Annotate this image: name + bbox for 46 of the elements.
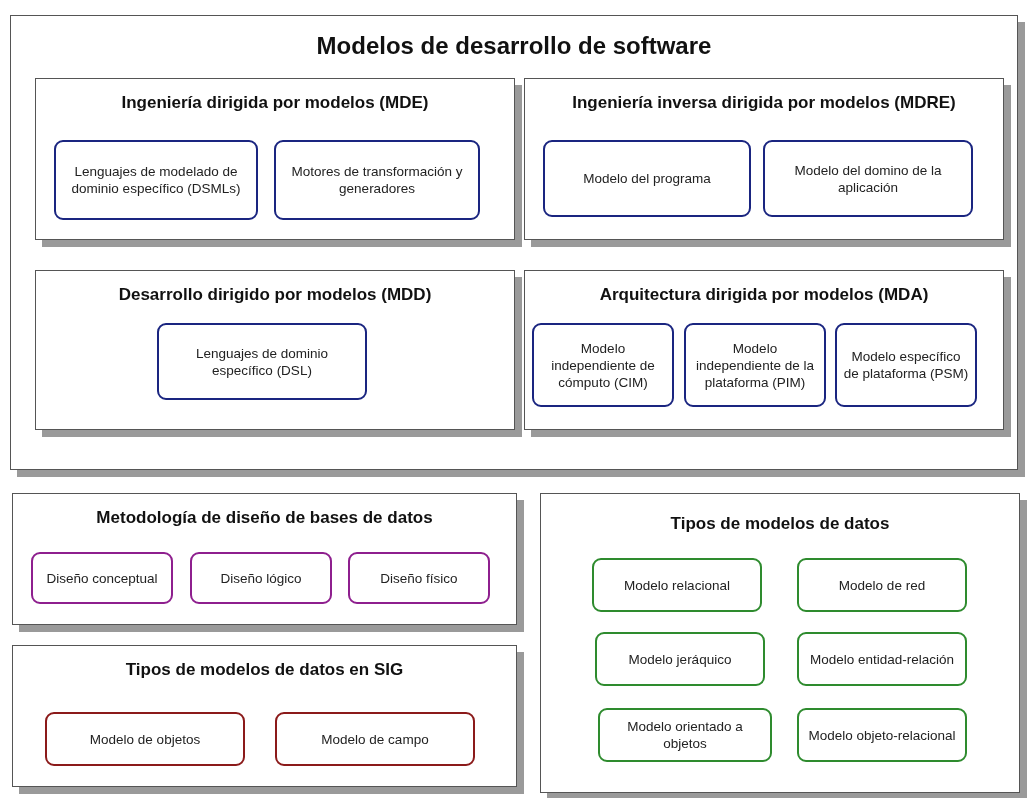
box-label: Lenguajes de modelado de dominio específico (DSMLs)	[70, 163, 242, 197]
box-label: Modelo orientado a objetos	[626, 718, 744, 752]
concept-box	[190, 552, 332, 604]
concept-box	[598, 708, 772, 762]
box-label: Modelo objeto-relacional	[807, 726, 957, 744]
concept-box	[274, 140, 480, 220]
concept-box	[348, 552, 490, 604]
concept-box	[684, 323, 826, 407]
concept-box	[45, 712, 245, 766]
panel-title: Desarrollo dirigido por modelos (MDD)	[117, 285, 433, 305]
concept-box	[543, 140, 751, 217]
concept-box	[595, 632, 765, 686]
concept-box	[54, 140, 258, 220]
box-label: Diseño conceptual	[45, 569, 159, 587]
concept-box	[797, 632, 967, 686]
box-label: Modelo entidad-relación	[808, 650, 956, 668]
box-label: Modelo jeráquico	[627, 650, 733, 668]
box-label: Modelo independiente de cómputo (CIM)	[550, 339, 656, 391]
panel-title: Arquitectura dirigida por modelos (MDA)	[598, 285, 930, 305]
box-label: Modelo de campo	[320, 730, 430, 748]
concept-box	[532, 323, 674, 407]
box-label: Modelo del programa	[582, 170, 712, 187]
panel-title: Ingeniería inversa dirigida por modelos (MDRE)	[571, 93, 957, 113]
box-label: Lenguajes de dominio específico (DSL)	[194, 344, 330, 379]
box-label: Modelo independiente de la plataforma (PIM)	[695, 339, 815, 391]
panel-title: Ingeniería dirigida por modelos (MDE)	[120, 93, 430, 113]
concept-box	[275, 712, 475, 766]
panel-title: Metodología de diseño de bases de datos	[95, 508, 434, 528]
box-label: Modelo del domino de la aplicación	[793, 161, 943, 196]
concept-box	[763, 140, 973, 217]
concept-box	[31, 552, 173, 604]
concept-box	[157, 323, 367, 400]
box-label: Modelo específico de plataforma (PSM)	[842, 348, 970, 382]
box-label: Diseño lógico	[219, 569, 303, 587]
concept-box	[797, 558, 967, 612]
box-label: Diseño físico	[379, 569, 459, 587]
concept-box	[835, 323, 977, 407]
concept-box	[797, 708, 967, 762]
panel-title: Modelos de desarrollo de software	[315, 32, 713, 60]
concept-box	[592, 558, 762, 612]
box-label: Modelo de objetos	[88, 730, 202, 748]
panel-title: Tipos de modelos de datos	[669, 514, 891, 534]
box-label: Modelo relacional	[623, 576, 731, 594]
box-label: Modelo de red	[837, 576, 927, 594]
box-label: Motores de transformación y generadores	[290, 163, 464, 197]
panel-title: Tipos de modelos de datos en SIG	[124, 660, 405, 680]
